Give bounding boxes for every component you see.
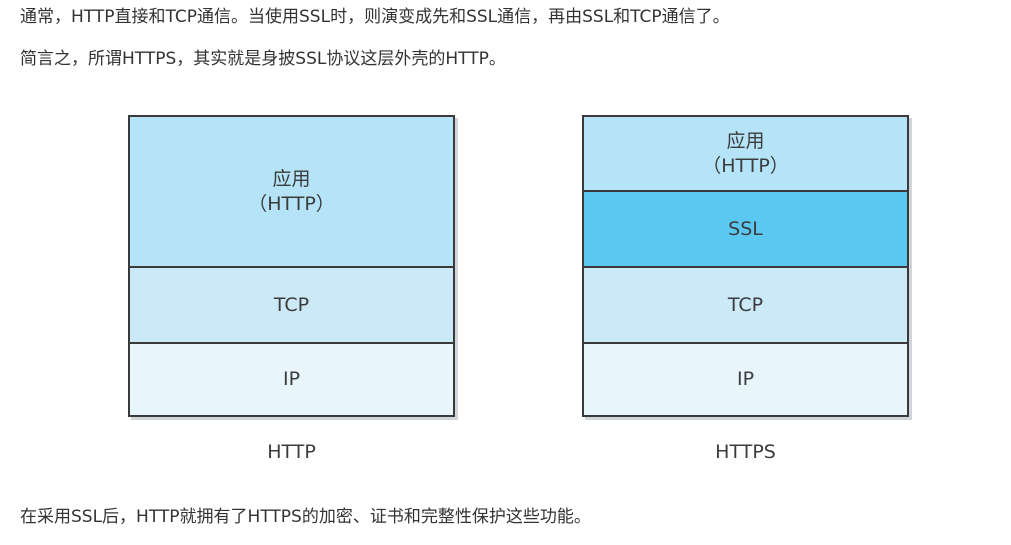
ip-layer-label: IP	[282, 368, 301, 390]
https-stack-caption: HTTPS	[715, 441, 776, 463]
http-protocol-stack: 应用 （HTTP） TCP IP	[128, 115, 455, 417]
ip-layer-label: IP	[736, 368, 755, 390]
http-tcp-layer: TCP	[130, 268, 453, 344]
https-application-layer: 应用 （HTTP）	[584, 117, 907, 192]
intro-paragraph: 通常，HTTP直接和TCP通信。当使用SSL时，则演变成先和SSL通信，再由SS…	[20, 7, 730, 27]
tcp-layer-label: TCP	[727, 293, 764, 316]
http-application-layer: 应用 （HTTP）	[130, 117, 453, 268]
conclusion-paragraph: 在采用SSL后，HTTP就拥有了HTTPS的加密、证书和完整性保护这些功能。	[20, 507, 591, 527]
https-protocol-stack: 应用 （HTTP） SSL TCP IP	[582, 115, 909, 417]
application-protocol-label: （HTTP）	[702, 154, 789, 177]
summary-paragraph: 简言之，所谓HTTPS，其实就是身披SSL协议这层外壳的HTTP。	[20, 49, 506, 69]
tcp-layer-label: TCP	[273, 293, 310, 316]
application-layer-label: 应用	[726, 129, 765, 152]
ssl-layer-label: SSL	[728, 217, 763, 240]
http-ip-layer: IP	[130, 344, 453, 415]
http-stack-caption: HTTP	[267, 441, 316, 463]
application-protocol-label: （HTTP）	[248, 192, 335, 215]
https-tcp-layer: TCP	[584, 268, 907, 344]
https-ssl-layer: SSL	[584, 192, 907, 268]
https-ip-layer: IP	[584, 344, 907, 415]
application-layer-label: 应用	[272, 167, 311, 190]
